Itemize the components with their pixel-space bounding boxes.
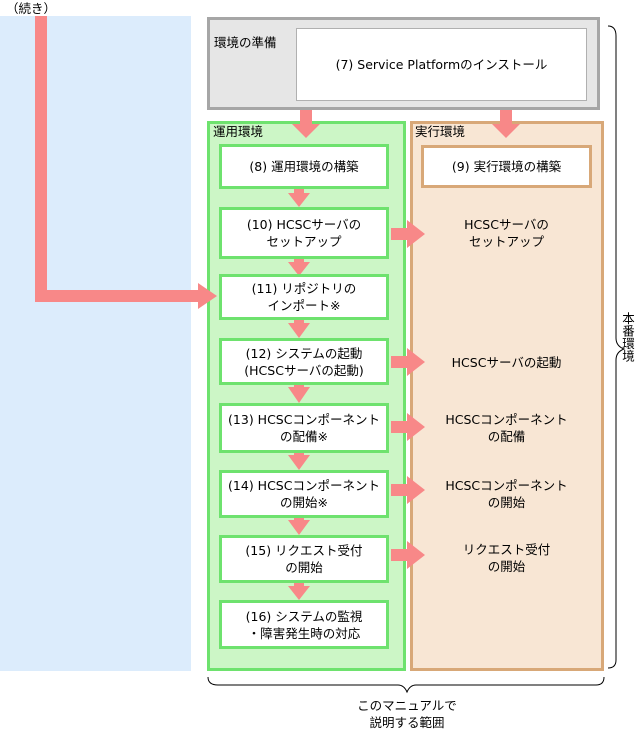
operation-step-10-text: (10) HCSCサーバの セットアップ [246,217,362,249]
sync-arrow-request [391,541,425,569]
runtime-item-deploy-text: HCSCコンポーネント の配備 [445,412,568,444]
step-arrow-4 [288,384,310,403]
operation-step-11-text: (11) リポジトリの インポート※ [251,281,357,313]
runtime-item-setup-text: HCSCサーバの セットアップ [464,217,549,249]
runtime-item-begin: HCSCコンポーネント の開始 [421,474,592,514]
step-arrow-5 [288,452,310,470]
sync-arrow-begin [391,476,425,504]
step-arrow-6 [288,517,310,535]
operation-step-11: (11) リポジトリの インポート※ [219,274,389,320]
continued-label: （続き） [6,1,57,16]
operation-environment-label: 運用環境 [213,124,264,139]
environment-preparation-label: 環境の準備 [214,35,277,50]
operation-step-12-text: (12) システムの起動 (HCSCサーバの起動) [244,345,364,378]
operation-step-10: (10) HCSCサーバの セットアップ [219,207,389,259]
operation-step-12: (12) システムの起動 (HCSCサーバの起動) [219,338,389,385]
step-arrow-1 [288,188,310,207]
operation-step-15-text: (15) リクエスト受付 の開始 [245,543,363,575]
operation-step-14: (14) HCSCコンポーネント の開始※ [219,470,389,518]
runtime-item-setup: HCSCサーバの セットアップ [421,213,592,253]
install-step-text: (7) Service Platformのインストール [335,57,548,72]
sync-arrow-start [391,348,425,376]
runtime-item-start: HCSCサーバの起動 [421,352,592,372]
prep-to-runtime-head [492,124,520,138]
operation-step-8-text: (8) 運用環境の構築 [249,159,359,174]
sync-arrow-setup [391,220,425,248]
install-step-box: (7) Service Platformのインストール [296,28,587,101]
runtime-item-request: リクエスト受付 の開始 [421,538,592,578]
runtime-item-request-text: リクエスト受付 の開始 [462,542,551,574]
continuation-arrow-vertical [35,16,47,302]
step-arrow-3 [288,319,310,338]
step-arrow-2 [288,258,310,276]
prep-to-operation-stem [300,110,312,124]
runtime-build-step-text: (9) 実行環境の構築 [451,159,562,174]
operation-step-15: (15) リクエスト受付 の開始 [219,535,389,583]
runtime-environment-panel [410,121,604,671]
left-panel [0,16,191,671]
prep-to-operation-head [292,124,320,138]
prep-to-runtime-stem [500,110,512,124]
runtime-environment-label: 実行環境 [415,124,466,139]
operation-step-13-text: (13) HCSCコンポーネント の配備※ [228,412,380,444]
sync-arrow-deploy [391,413,425,441]
operation-step-13: (13) HCSCコンポーネント の配備※ [219,403,389,453]
continuation-arrow-horizontal [35,290,200,302]
step-arrow-7 [288,582,310,600]
production-environment-label: 本番環境 [620,312,635,362]
runtime-build-step-box: (9) 実行環境の構築 [421,145,592,188]
runtime-item-start-text: HCSCサーバの起動 [451,354,562,370]
scope-brace [207,676,605,694]
runtime-item-deploy: HCSCコンポーネント の配備 [421,408,592,448]
operation-step-8: (8) 運用環境の構築 [219,144,389,189]
operation-step-16: (16) システムの監視 ・障害発生時の対応 [219,600,389,649]
operation-step-16-text: (16) システムの監視 ・障害発生時の対応 [245,608,363,641]
operation-step-14-text: (14) HCSCコンポーネント の開始※ [228,478,380,510]
production-brace [607,25,626,669]
continuation-arrow-head [198,283,217,309]
scope-label: このマニュアルで 説明する範囲 [357,698,457,730]
runtime-item-begin-text: HCSCコンポーネント の開始 [445,478,568,510]
